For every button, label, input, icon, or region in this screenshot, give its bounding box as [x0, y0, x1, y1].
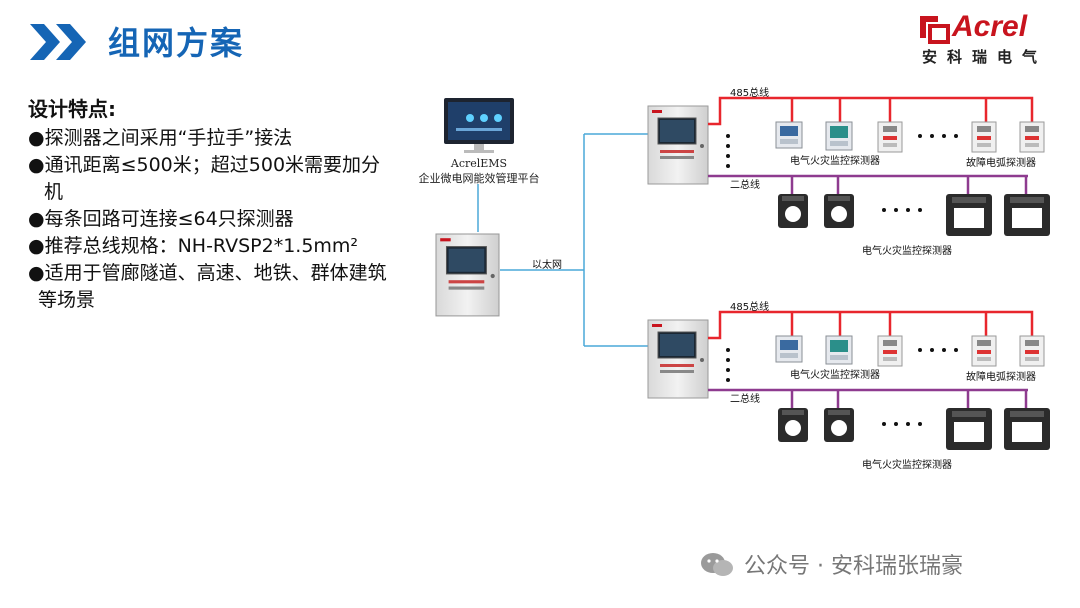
- bus485-label: 485总线: [730, 302, 770, 313]
- feature-item: ●适用于管廊隧道、高速、地铁、群体建筑: [28, 262, 387, 284]
- horizontal-dots: [882, 208, 922, 212]
- detector-device: [877, 121, 903, 153]
- server-cabinet: [435, 233, 500, 317]
- watermark-text: 公众号 · 安科瑞张瑞豪: [744, 554, 963, 579]
- ems-monitor-icon: [444, 98, 514, 153]
- horizontal-dots: [882, 422, 922, 426]
- feature-item: ●每条回路可连接≤64只探测器: [28, 208, 294, 230]
- ct-detector: [778, 408, 808, 442]
- feature-list: 设计特点: ●探测器之间采用“手拉手”接法 ●通讯距离≤500米；超过500米需…: [28, 96, 398, 314]
- ethernet-lines: [477, 133, 648, 347]
- detector-device: [825, 335, 853, 365]
- horizontal-dots: [918, 348, 958, 352]
- arc-detector-device: [971, 121, 997, 153]
- detector-label: 电气火灾监控探测器: [862, 246, 952, 257]
- bus485-lines-1: [708, 96, 1034, 126]
- feature-item: ●探测器之间采用“手拉手”接法: [28, 127, 293, 149]
- feature-item: ●通讯距离≤500米；超过500米需要加分机: [28, 154, 381, 203]
- chevron-double-icon: [30, 24, 86, 60]
- ct-detector: [824, 194, 854, 228]
- acrel-mark-icon: [920, 16, 950, 44]
- detector-device: [825, 121, 853, 151]
- detector-device: [775, 121, 803, 149]
- ethernet-label: 以太网: [532, 260, 562, 271]
- arc-detector-device: [971, 335, 997, 367]
- vertical-dots-1: [726, 134, 730, 168]
- monitor-host-1: [647, 105, 709, 185]
- feature-heading: 设计特点:: [28, 97, 116, 121]
- arc-detector-device: [1019, 121, 1045, 153]
- bus2-label: 二总线: [730, 180, 760, 191]
- ems-name-label: AcrelEMS: [450, 157, 508, 170]
- vertical-dots-2: [726, 348, 730, 382]
- ct-detector: [824, 408, 854, 442]
- detector-device: [877, 335, 903, 367]
- horizontal-dots: [918, 134, 958, 138]
- bus485-lines-2: [708, 310, 1034, 340]
- detector-label: 电气火灾监控探测器: [862, 460, 952, 471]
- page-title: 组网方案: [108, 24, 245, 62]
- detector-device: [775, 335, 803, 363]
- arc-detector-label: 故障电弧探测器: [966, 372, 1036, 383]
- detector-label: 电气火灾监控探测器: [790, 370, 880, 381]
- arc-detector-label: 故障电弧探测器: [966, 158, 1036, 169]
- bus485-label: 485总线: [730, 88, 770, 99]
- bus2-label: 二总线: [730, 394, 760, 405]
- ct-detector-large: [1004, 408, 1050, 450]
- arc-detector-device: [1019, 335, 1045, 367]
- bus2-lines-1: [708, 174, 1028, 196]
- wechat-icon: [701, 553, 733, 576]
- feature-item: ●推荐总线规格：NH-RVSP2*1.5mm²: [28, 235, 359, 257]
- logo-brand-text: Acrel: [952, 10, 1028, 43]
- ems-desc-label: 企业微电网能效管理平台: [418, 172, 540, 185]
- ct-detector-large: [946, 194, 992, 236]
- detector-label: 电气火灾监控探测器: [790, 156, 880, 167]
- ct-detector-large: [946, 408, 992, 450]
- ct-detector: [778, 194, 808, 228]
- brand-logo: Acrel 安科瑞电气: [918, 10, 1058, 66]
- monitor-host-2: [647, 319, 709, 399]
- ct-detector-large: [1004, 194, 1050, 236]
- logo-sub-text: 安科瑞电气: [922, 48, 1048, 66]
- bus2-lines-2: [708, 388, 1028, 410]
- feature-extra: 等场景: [38, 289, 96, 311]
